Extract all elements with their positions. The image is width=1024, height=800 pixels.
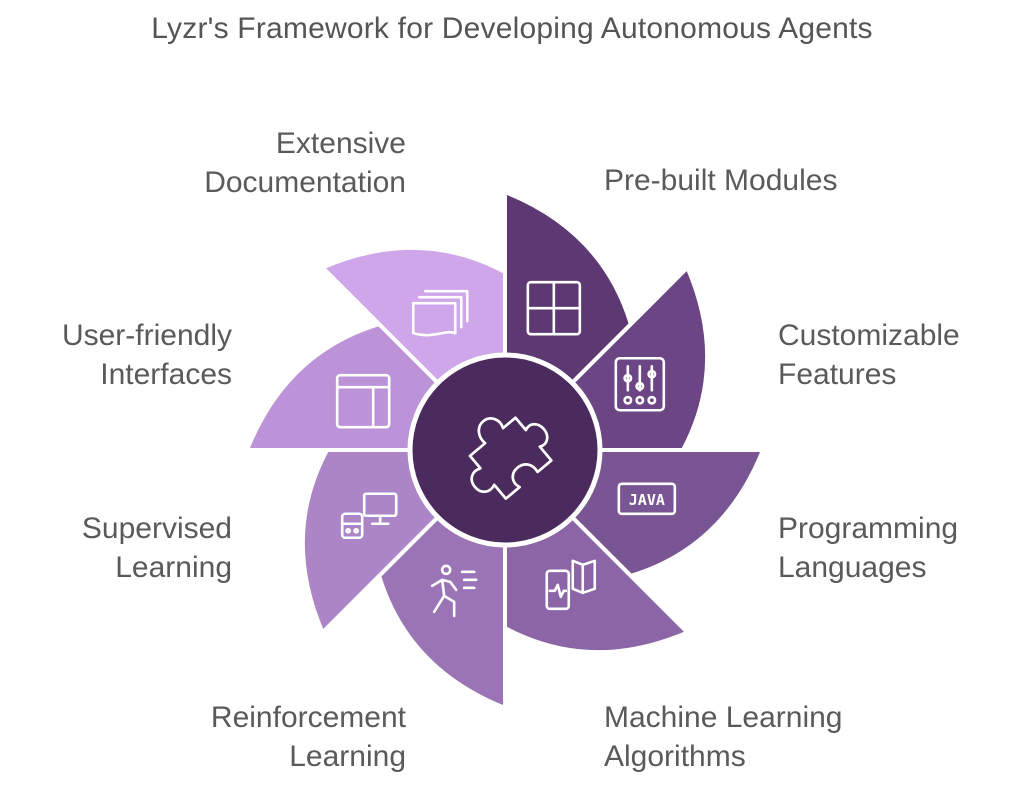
label-reinforcement-learning: Reinforcement Learning — [210, 701, 406, 773]
label-supervised-learning: Supervised Learning — [81, 512, 232, 584]
window-layout-icon — [335, 373, 391, 429]
label-customizable-features: Customizable Features — [778, 319, 960, 391]
diagram-title: Lyzr's Framework for Developing Autonomo… — [151, 12, 873, 45]
puzzle-piece-icon — [468, 416, 553, 500]
label-pre-built-modules: Pre-built Modules — [604, 164, 838, 197]
phone-book-icon — [545, 559, 597, 611]
grid-icon — [526, 280, 582, 336]
computer-devices-icon — [340, 492, 398, 540]
label-extensive-documentation: Extensive Documentation — [204, 127, 406, 199]
running-person-icon — [430, 564, 478, 618]
label-user-friendly-interfaces: User-friendly Interfaces — [61, 319, 232, 391]
svg-text:JAVA: JAVA — [629, 491, 665, 509]
label-machine-learning-algorithms: Machine Learning Algorithms — [604, 701, 843, 773]
sliders-icon — [614, 356, 666, 412]
java-icon: JAVA — [617, 482, 677, 516]
label-programming-languages: Programming Languages — [778, 512, 959, 584]
documents-icon — [411, 289, 469, 337]
center-hub — [407, 352, 603, 548]
